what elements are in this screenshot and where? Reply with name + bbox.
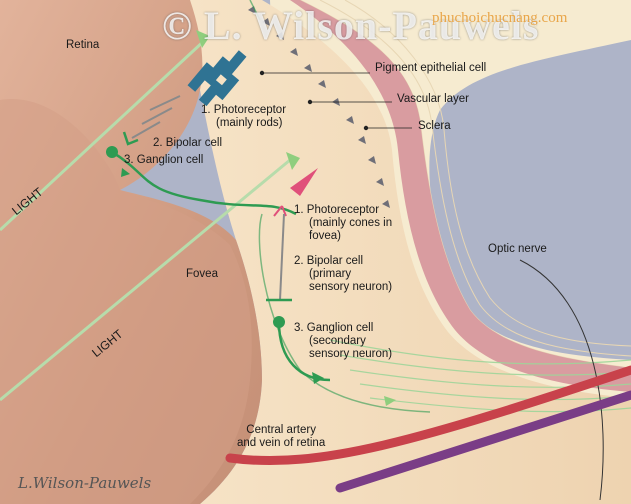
light-rays <box>0 38 291 402</box>
label-central-artery-line1: Central artery <box>246 424 316 436</box>
rod-ganglion-cell-body <box>106 146 118 158</box>
label-central-artery-line2: and vein of retina <box>237 437 326 449</box>
rod-photoreceptors <box>187 50 247 107</box>
optic-nerve-outline <box>519 259 604 501</box>
rod-axon-arrow <box>121 168 130 177</box>
label-cone-ganglion-line2: (secondary <box>309 335 366 347</box>
cone-bipolar-cell <box>279 213 285 301</box>
label-retina: Retina <box>66 39 100 51</box>
label-cone-photoreceptor-line1: 1. Photoreceptor <box>294 204 380 216</box>
label-fovea: Fovea <box>186 268 218 280</box>
leader-lines <box>259 70 412 131</box>
label-central-artery-vein: Central artery and vein of retina <box>237 424 325 450</box>
label-cone-ganglion-line1: 3. Ganglion cell <box>294 322 374 334</box>
nerve-arrow <box>384 396 396 406</box>
label-vascular-layer: Vascular layer <box>397 93 470 105</box>
label-optic-nerve: Optic nerve <box>488 243 547 255</box>
light-arrow-upper <box>196 30 210 48</box>
cone-synapse <box>273 205 287 217</box>
label-cone-bipolar-line1: 2. Bipolar cell <box>294 255 364 267</box>
light-arrow-lower <box>286 152 300 170</box>
foveal-pit <box>0 99 252 504</box>
label-pigment-epithelial-cell: Pigment epithelial cell <box>375 62 487 74</box>
label-rod-ganglion-cell: 3. Ganglion cell <box>124 154 204 166</box>
label-sclera: Sclera <box>418 120 451 132</box>
cone-photoreceptor <box>290 168 318 196</box>
label-rod-photoreceptor-line1: 1. Photoreceptor <box>201 104 287 116</box>
retina-tissue <box>190 0 631 504</box>
label-rod-photoreceptor-line2: (mainly rods) <box>216 117 283 129</box>
copyright-watermark: © L. Wilson-Pauwels <box>162 3 540 48</box>
label-cone-photoreceptor-line2: (mainly cones in <box>309 217 393 229</box>
rod-bipolar-cells <box>131 95 181 139</box>
rod-ganglion-axon <box>111 150 297 216</box>
website-watermark: phuchoichucnang.com <box>432 10 568 26</box>
central-artery <box>225 365 631 466</box>
label-rod-photoreceptor: 1. Photoreceptor (mainly rods) <box>201 104 286 130</box>
label-cone-bipolar-line2: (primary <box>309 268 352 280</box>
axon-path <box>249 0 431 413</box>
label-rod-bipolar-cell: 2. Bipolar cell <box>153 137 223 149</box>
label-cone-bipolar-line3: sensory neuron) <box>309 281 393 293</box>
label-cone-bipolar-cell: 2. Bipolar cell (primary sensory neuron) <box>294 255 392 294</box>
vascular-layer <box>230 0 631 392</box>
label-cone-ganglion-cell: 3. Ganglion cell (secondary sensory neur… <box>294 322 392 361</box>
artist-signature: L.Wilson-Pauwels <box>18 474 152 492</box>
cone-axon-arrow <box>312 372 324 384</box>
label-cone-photoreceptor: 1. Photoreceptor (mainly cones in fovea) <box>294 204 392 243</box>
central-vein <box>335 390 631 493</box>
label-cone-photoreceptor-line3: fovea) <box>309 230 341 242</box>
rod-ganglion-dendrite <box>122 131 139 146</box>
label-cone-ganglion-line3: sensory neuron) <box>309 348 393 360</box>
